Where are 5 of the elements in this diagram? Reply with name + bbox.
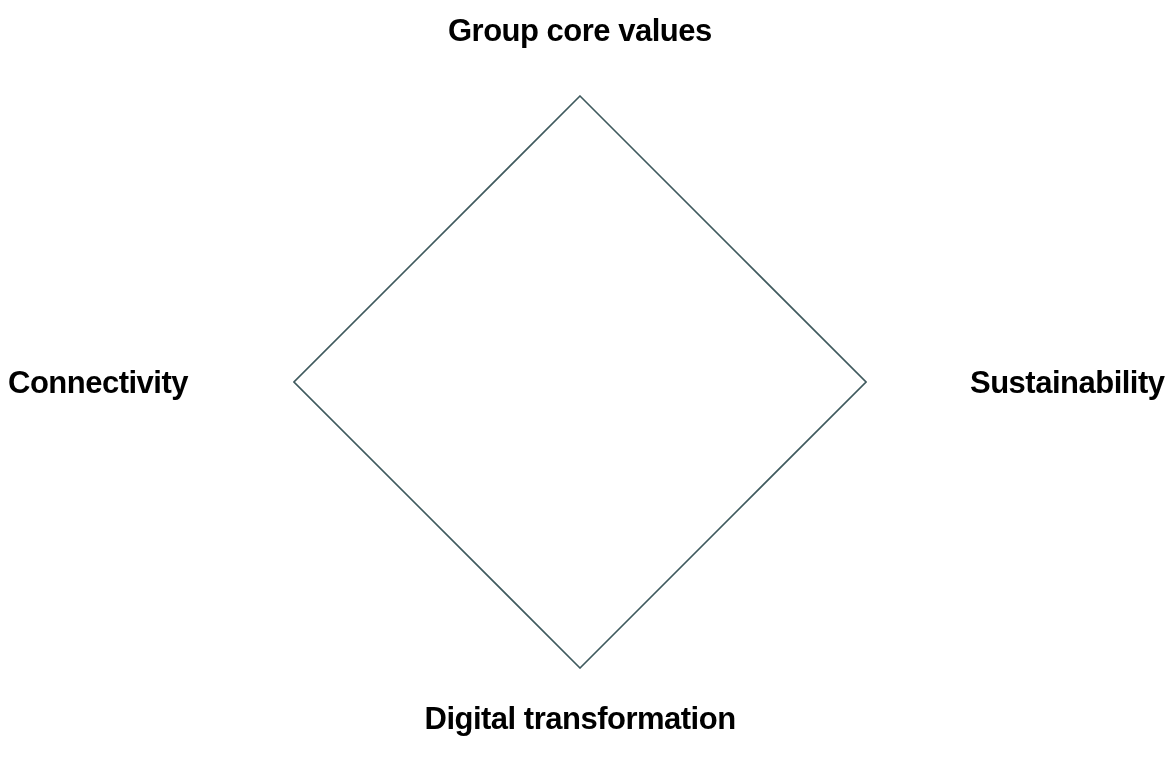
corner-label: Group core values	[448, 14, 712, 46]
corner-label: Sustainability	[970, 366, 1165, 398]
corner-label: Digital transformation	[424, 702, 736, 734]
diamond-shape	[293, 95, 867, 669]
corner-label: Connectivity	[8, 366, 189, 398]
